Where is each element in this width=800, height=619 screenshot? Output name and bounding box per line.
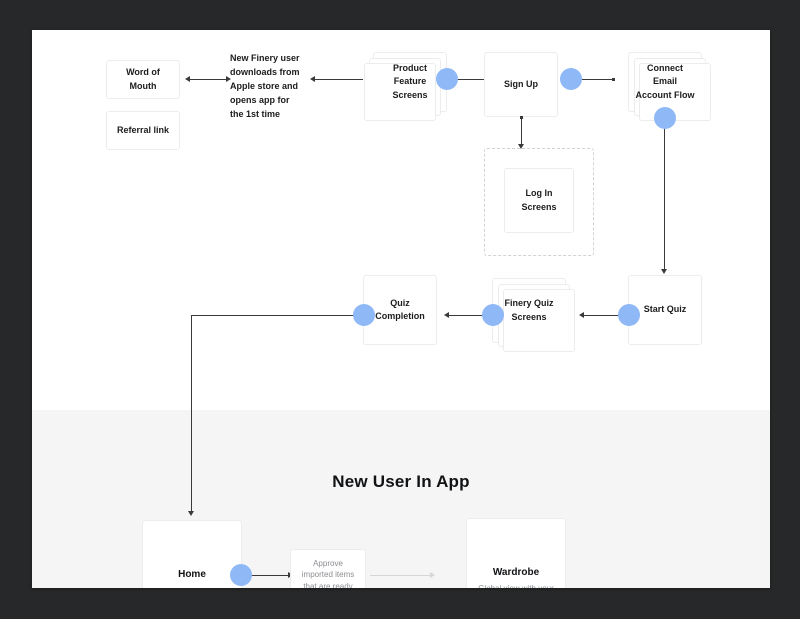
node-connect-email-account-flow[interactable]: Connect Email Account Flow (628, 52, 711, 121)
connector-handle-home[interactable] (230, 564, 252, 586)
edge-start-quiz-to-finery-quiz (584, 315, 628, 316)
connector-handle-finery-quiz[interactable] (482, 304, 504, 326)
flowchart-canvas[interactable]: Word of Mouth Referral link New Finery u… (32, 30, 770, 588)
node-label: Start Quiz (643, 304, 687, 315)
arrowhead-log-in (518, 144, 524, 149)
arrowhead-word-of-mouth-left (185, 76, 190, 82)
edge-note-to-product-feature (315, 79, 363, 80)
group-frame-log-in (484, 148, 594, 256)
node-label: Sign Up (504, 78, 538, 89)
node-finery-quiz-screens[interactable]: Finery Quiz Screens (492, 278, 575, 352)
edge-sign-up-to-connect-email (572, 79, 614, 80)
node-referral-link[interactable]: Referral link (106, 111, 180, 150)
screen-card-home[interactable]: Home (142, 520, 242, 588)
node-label: Connect Email Account Flow (635, 63, 695, 100)
edge-sign-up-to-log-in (521, 118, 522, 146)
note-download-from-apple-store: New Finery user downloads from Apple sto… (230, 52, 302, 122)
connector-handle-product-feature[interactable] (436, 68, 458, 90)
arrowhead-wardrobe (430, 572, 435, 578)
connector-handle-sign-up[interactable] (560, 68, 582, 90)
connector-handle-quiz-completion[interactable] (353, 304, 375, 326)
node-label: Finery Quiz Screens (504, 298, 554, 322)
node-quiz-completion[interactable]: Quiz Completion (363, 275, 437, 345)
edge-connect-email-to-start-quiz (664, 119, 665, 271)
connector-handle-start-quiz[interactable] (618, 304, 640, 326)
node-start-quiz[interactable]: Start Quiz (628, 275, 702, 345)
arrowhead-quiz-completion (444, 312, 449, 318)
node-label: Log In Screens (521, 188, 557, 212)
edge-nub-sign-up-bottom (520, 116, 523, 119)
edge-product-feature-to-sign-up (448, 79, 504, 80)
edge-nub-connect-email (612, 78, 615, 81)
connector-handle-connect-email[interactable] (654, 107, 676, 129)
arrowhead-into-note-right (310, 76, 315, 82)
node-sign-up[interactable]: Sign Up (484, 52, 558, 117)
edge-quiz-completion-elbow-h (191, 315, 363, 316)
edge-word-of-mouth-to-note (190, 79, 226, 80)
edge-finery-quiz-to-quiz-completion (449, 315, 492, 316)
arrowhead-start-quiz (661, 269, 667, 274)
screen-card-title: Wardrobe (492, 567, 540, 578)
node-label: Product Feature Screens (392, 63, 428, 100)
screen-card-title: Home (178, 569, 206, 580)
node-label: Quiz Completion (375, 297, 425, 321)
band-heading-new-user-in-app: New User In App (32, 472, 770, 492)
band-heading-text: New User In App (332, 472, 470, 491)
node-label: Word of Mouth (126, 67, 160, 91)
edge-home-to-approve-imported (242, 575, 290, 576)
edge-quiz-completion-elbow-v (191, 315, 192, 513)
node-label: Referral link (116, 124, 170, 135)
node-product-feature-screens[interactable]: Product Feature Screens (364, 52, 447, 121)
node-approve-imported-items[interactable]: Approve imported items that are ready (290, 549, 366, 588)
node-log-in-screens[interactable]: Log In Screens (504, 168, 574, 233)
screen-card-subtitle: Global view with your (470, 583, 562, 588)
arrowhead-finery-quiz (579, 312, 584, 318)
arrowhead-home (188, 511, 194, 516)
edge-approve-imported-to-wardrobe (370, 575, 432, 576)
arrowhead-note-right (226, 76, 231, 82)
note-text: New Finery user downloads from Apple sto… (230, 53, 300, 119)
screen-card-wardrobe[interactable]: Wardrobe Global view with your (466, 518, 566, 588)
node-word-of-mouth[interactable]: Word of Mouth (106, 60, 180, 99)
node-label: Approve imported items that are ready (301, 558, 355, 588)
